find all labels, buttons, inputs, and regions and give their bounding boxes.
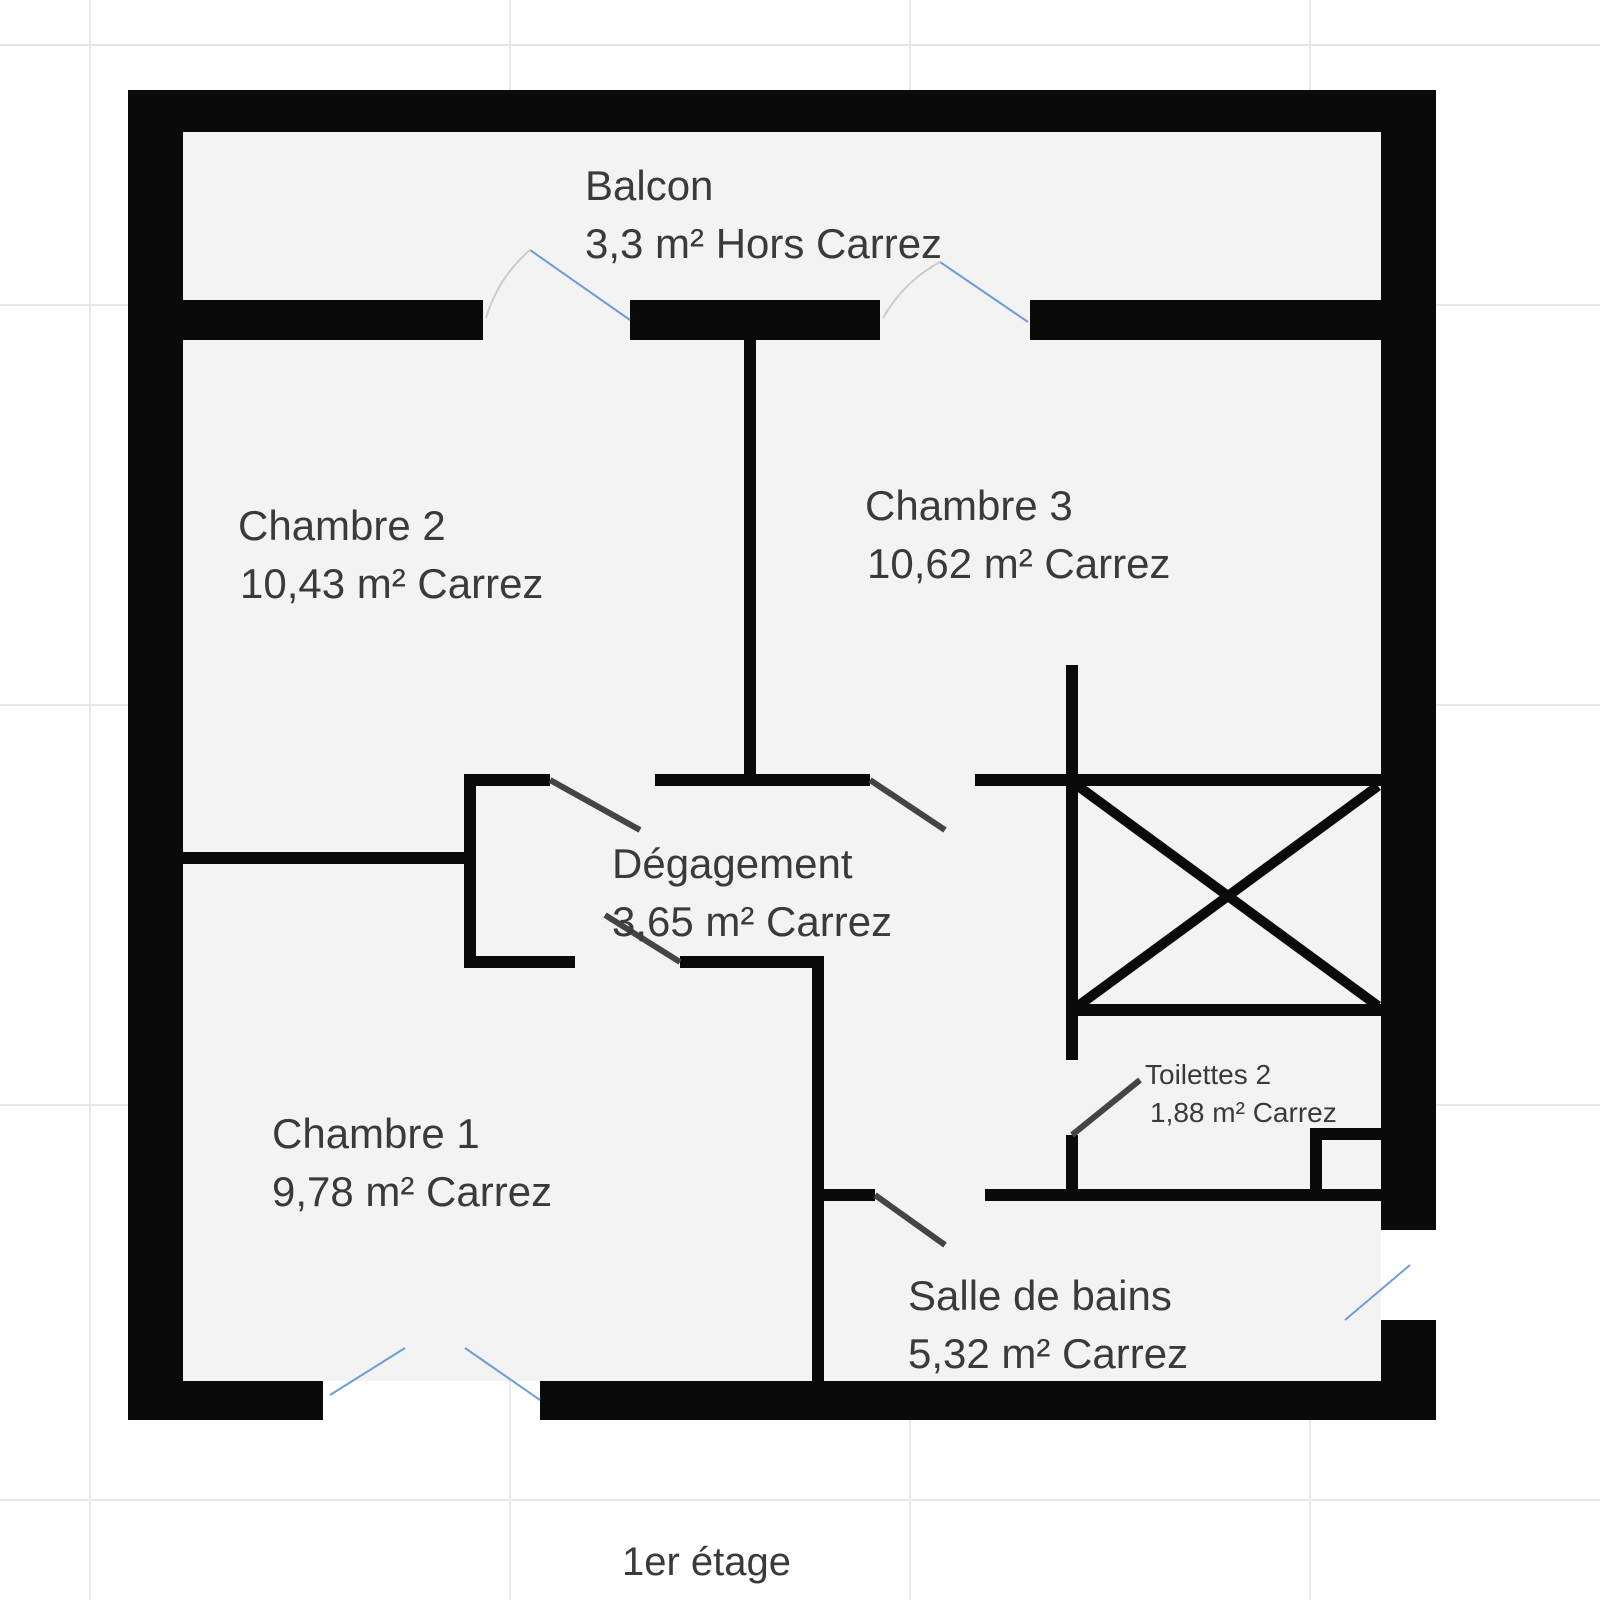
toilettes2-area: 1,88 m² Carrez [1150, 1097, 1337, 1128]
interior-walls [158, 340, 1381, 1400]
salle-de-bains-name: Salle de bains [908, 1272, 1172, 1319]
chambre3-area: 10,62 m² Carrez [867, 540, 1170, 587]
chambre1-name: Chambre 1 [272, 1110, 480, 1157]
door-leaves [548, 777, 1142, 1248]
degagement-area: 3,65 m² Carrez [612, 898, 892, 945]
outer-walls [128, 90, 1436, 1420]
door-swings [329, 249, 1411, 1401]
chambre2-area: 10,43 m² Carrez [240, 560, 543, 607]
toilettes2-name: Toilettes 2 [1145, 1059, 1271, 1090]
chambre3-name: Chambre 3 [865, 482, 1073, 529]
balcon-name: Balcon [585, 162, 713, 209]
floor-label: 1er étage [622, 1540, 791, 1584]
salle-de-bains-area: 5,32 m² Carrez [908, 1330, 1188, 1377]
closet-cross [1075, 781, 1381, 1011]
chambre2-name: Chambre 2 [238, 502, 446, 549]
degagement-name: Dégagement [612, 840, 853, 887]
chambre1-area: 9,78 m² Carrez [272, 1168, 552, 1215]
balcon-area: 3,3 m² Hors Carrez [585, 220, 942, 267]
